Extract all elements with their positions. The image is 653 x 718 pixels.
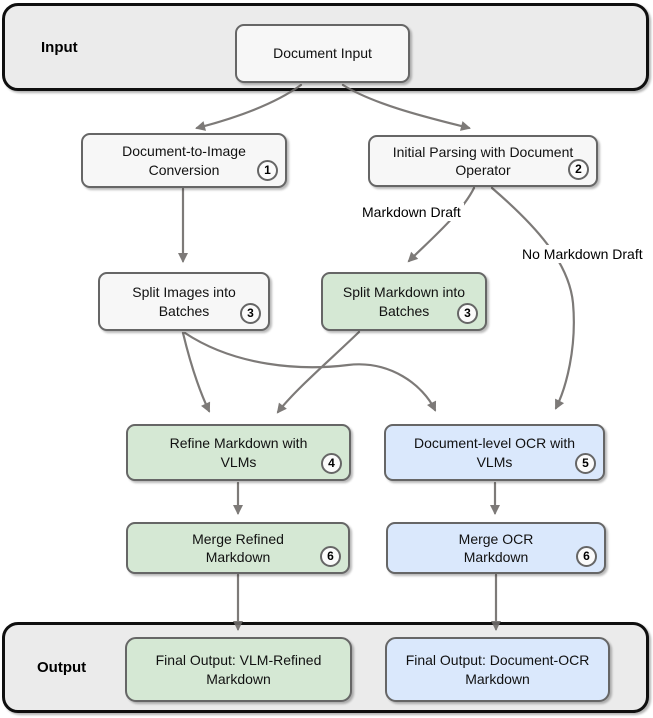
edge-split-markdown-to-refine xyxy=(276,330,361,414)
edge-input-to-parsing xyxy=(341,83,471,131)
node-label: Initial Parsing with Document Operator xyxy=(392,143,574,178)
step-badge-6a: 6 xyxy=(320,546,341,567)
step-badge-5: 5 xyxy=(575,453,596,474)
edge-parsing-to-ocr xyxy=(490,186,575,410)
node-label: Final Output: VLM-Refined Markdown xyxy=(155,652,322,687)
node-initial-parsing: Initial Parsing with Document Operator 2 xyxy=(368,135,598,187)
step-badge-3a: 3 xyxy=(240,303,261,324)
edge-input-to-conversion xyxy=(195,83,303,131)
node-label: Split Images into Batches xyxy=(132,284,236,319)
edge-split-images-to-ocr xyxy=(183,331,437,412)
node-document-to-image-conversion: Document-to-Image Conversion 1 xyxy=(81,133,287,188)
node-merge-refined: Merge Refined Markdown 6 xyxy=(126,522,350,574)
node-split-images: Split Images into Batches 3 xyxy=(98,272,270,331)
node-label: Split Markdown into Batches xyxy=(342,284,466,319)
step-badge-4: 4 xyxy=(321,453,342,474)
node-refine-markdown: Refine Markdown with VLMs 4 xyxy=(126,424,351,481)
edge-split-images-to-refine xyxy=(181,331,211,413)
step-badge-3b: 3 xyxy=(457,303,478,324)
node-label: Merge OCR Markdown xyxy=(458,530,534,565)
node-label: Refine Markdown with VLMs xyxy=(169,435,308,470)
edge-label-markdown-draft: Markdown Draft xyxy=(359,203,464,221)
node-label: Merge Refined Markdown xyxy=(192,530,284,565)
node-split-markdown: Split Markdown into Batches 3 xyxy=(321,272,487,331)
node-label: Document Input xyxy=(273,45,372,62)
node-final-output-document-ocr: Final Output: Document-OCR Markdown xyxy=(385,637,610,702)
node-document-input: Document Input xyxy=(235,24,410,83)
node-document-level-ocr: Document-level OCR with VLMs 5 xyxy=(384,424,605,481)
node-label: Final Output: Document-OCR Markdown xyxy=(405,652,590,687)
node-final-output-vlm-refined: Final Output: VLM-Refined Markdown xyxy=(125,637,352,702)
node-label: Document-to-Image Conversion xyxy=(122,143,246,178)
output-section-label: Output xyxy=(37,659,87,676)
edge-parsing-to-split-markdown xyxy=(407,186,476,263)
step-badge-1: 1 xyxy=(257,160,278,181)
node-label: Document-level OCR with VLMs xyxy=(413,435,576,470)
step-badge-6b: 6 xyxy=(576,546,597,567)
edge-label-no-markdown-draft: No Markdown Draft xyxy=(519,245,646,263)
node-merge-ocr: Merge OCR Markdown 6 xyxy=(386,522,606,574)
step-badge-2: 2 xyxy=(568,159,589,180)
input-section-label: Input xyxy=(41,39,78,56)
